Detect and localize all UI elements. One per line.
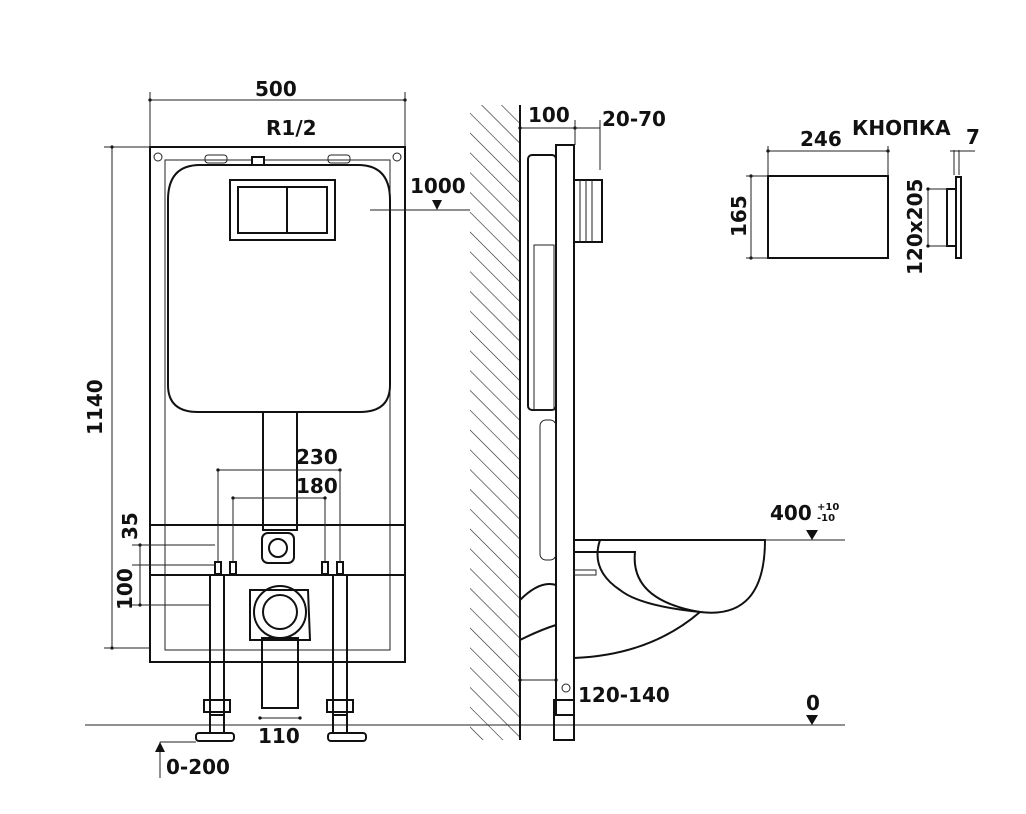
- dim-180: 180: [296, 474, 338, 498]
- button-title: КНОПКА: [852, 116, 951, 140]
- front-dimensions: [104, 92, 407, 778]
- leg-adjust-label: 0-200: [166, 755, 230, 779]
- tolerance-minus: -10: [817, 513, 835, 524]
- button-detail: [746, 146, 975, 260]
- dim-height-1140: 1140: [83, 379, 107, 435]
- bowl-height-400: 400: [770, 501, 812, 525]
- button-thickness-7: 7: [966, 125, 980, 149]
- connection-label: R1/2: [266, 116, 317, 140]
- button-cutout: 120x205: [903, 179, 927, 275]
- button-height-165: 165: [727, 195, 751, 237]
- floor-zero: 0: [806, 691, 820, 715]
- button-width-246: 246: [800, 127, 842, 151]
- tolerance-plus: +10: [817, 502, 839, 513]
- dim-wall-20-70: 20-70: [602, 107, 666, 131]
- dim-230: 230: [296, 445, 338, 469]
- cistern: [167, 164, 391, 413]
- drain-outlet: [253, 585, 307, 639]
- dim-100: 100: [113, 568, 137, 610]
- front-view: [149, 146, 406, 742]
- dim-pipe-120-140: 120-140: [578, 683, 670, 707]
- dim-110: 110: [258, 724, 300, 748]
- flush-plate: [229, 179, 336, 241]
- side-view: [370, 105, 845, 741]
- mark-1000: 1000: [410, 174, 466, 198]
- dim-depth-100: 100: [528, 103, 570, 127]
- dim-35: 35: [118, 512, 142, 540]
- dim-width-500: 500: [255, 77, 297, 101]
